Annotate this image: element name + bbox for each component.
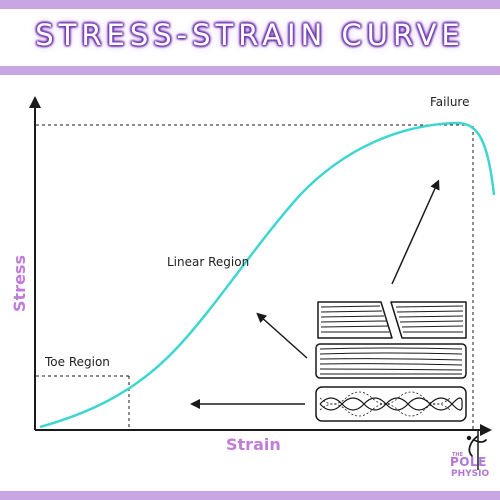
straight-fibres-icon: [315, 343, 467, 379]
y-axis-title: Stress: [9, 255, 29, 312]
title-underline-bar: [0, 66, 500, 75]
logo-text-line1: POLE: [450, 455, 487, 469]
page-title: STRESS-STRAIN CURVE: [35, 18, 465, 52]
title-band: [0, 0, 500, 78]
x-axis-arrowhead: [480, 424, 492, 436]
stress-strain-curve: [39, 121, 496, 429]
logo-text-line2: PHYSIO: [451, 469, 490, 479]
bottom-accent-bar: [0, 491, 500, 500]
x-axis-title: Strain: [226, 435, 281, 454]
torn-fibres-icon: [317, 301, 467, 339]
failure-label: Failure: [430, 95, 470, 109]
failure-region-arrow: [391, 179, 440, 285]
pole-dancer-icon: [466, 430, 487, 470]
top-accent-bar: [0, 0, 500, 9]
toe-region-label: Toe Region: [45, 355, 110, 369]
linear-region-arrow: [256, 312, 308, 359]
logo-small-text: THE: [452, 452, 464, 458]
linear-region-label: Linear Region: [167, 255, 250, 269]
y-axis-arrowhead: [29, 96, 41, 108]
crimped-fibres-icon: [315, 386, 467, 422]
